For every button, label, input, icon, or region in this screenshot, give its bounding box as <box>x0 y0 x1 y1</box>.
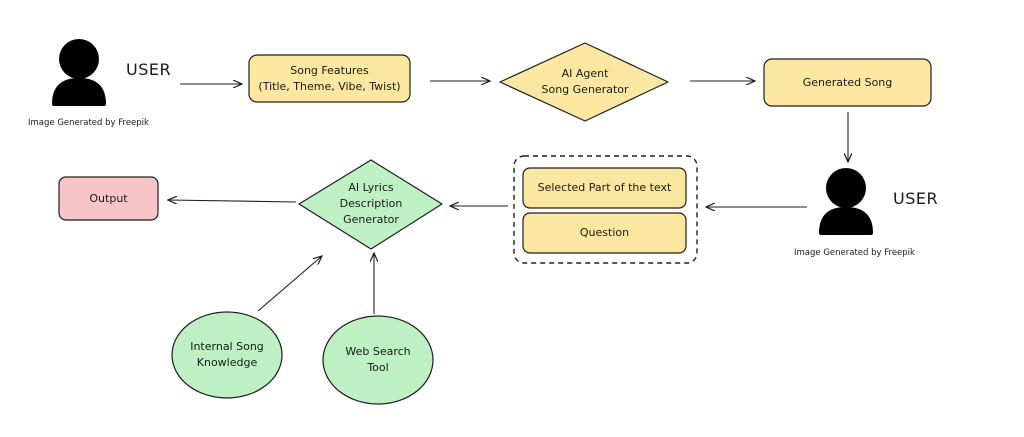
user-caption-top: Image Generated by Freepik <box>28 118 149 128</box>
selected-part-label: Selected Part of the text <box>537 181 672 194</box>
song-features-box <box>248 54 411 103</box>
user-caption-bottom: Image Generated by Freepik <box>794 248 915 258</box>
ai-lyrics-diamond <box>298 159 443 250</box>
selected-part-box <box>522 167 687 209</box>
output-label: Output <box>89 191 128 205</box>
generated-song-label: Generated Song <box>802 75 893 89</box>
ai-agent-label: AI Agent Song Generator <box>541 67 629 96</box>
user-avatar-icon-top <box>52 39 106 106</box>
user-label-bottom: USER <box>893 189 939 208</box>
song-features-label: Song Features (Title, Theme, Vibe, Twist… <box>258 63 401 93</box>
user-avatar-icon-bottom <box>819 168 873 235</box>
output-box <box>58 176 159 221</box>
internal-knowledge-circle <box>171 311 283 399</box>
arrow-lyrics-to-output <box>168 200 297 202</box>
web-search-label: Web Search Tool <box>345 345 411 374</box>
arrow-knowledge-to-lyrics <box>257 256 322 312</box>
question-box <box>522 212 687 254</box>
internal-knowledge-label: Internal Song Knowledge <box>190 340 264 369</box>
web-search-circle <box>322 315 434 405</box>
question-label: Question <box>579 226 630 239</box>
dashed-group-frame <box>513 155 698 264</box>
ai-agent-diamond <box>499 42 669 122</box>
generated-song-box <box>763 58 932 107</box>
ai-lyrics-label: AI Lyrics Description Generator <box>339 181 403 226</box>
user-label-top: USER <box>126 60 172 79</box>
